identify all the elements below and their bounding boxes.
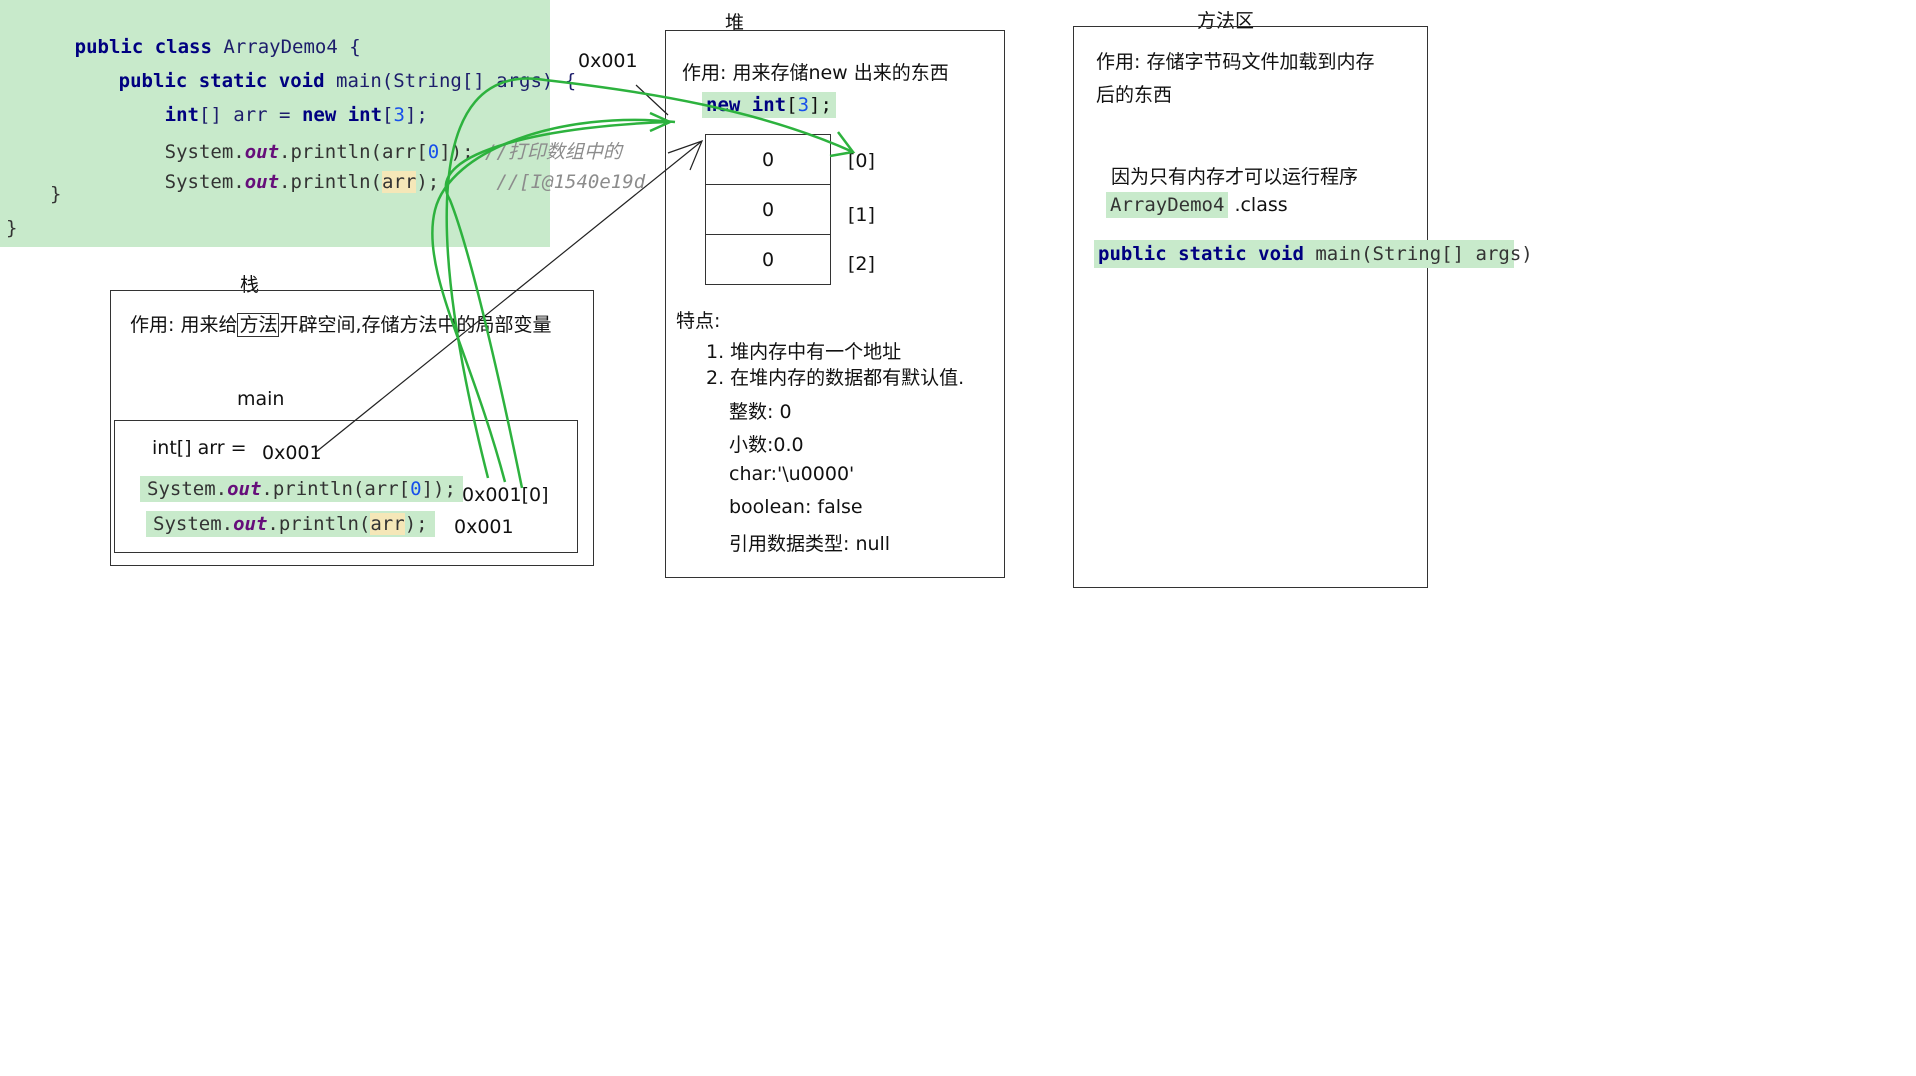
heap-feature-2: 2. 在堆内存的数据都有默认值. xyxy=(706,367,965,389)
stack-description: 作用: 用来给方法开辟空间,存储方法中的局部变量 xyxy=(130,313,552,337)
stack-stmt-2: System.out.println(arr); xyxy=(146,511,435,537)
method-area-note: 因为只有内存才可以运行程序 xyxy=(1111,166,1359,188)
heap-default-decimal: 小数:0.0 xyxy=(729,434,804,456)
heap-cell-0: 0 xyxy=(705,134,831,185)
heap-cell-1: 0 xyxy=(705,184,831,235)
heap-title: 堆 xyxy=(725,12,745,34)
stack-stmt-1: System.out.println(arr[0]); xyxy=(140,476,463,502)
address-label-top: 0x001 xyxy=(578,50,638,72)
code-line-3: int[] arr = new int[3]; xyxy=(164,104,428,126)
heap-default-boolean: boolean: false xyxy=(729,496,863,518)
heap-description: 作用: 用来存储new 出来的东西 xyxy=(682,62,949,84)
code-line-1: public class ArrayDemo4 { xyxy=(74,36,361,58)
heap-default-int: 整数: 0 xyxy=(729,401,792,423)
address-tick-black xyxy=(635,84,669,116)
heap-feature-1: 1. 堆内存中有一个地址 xyxy=(706,341,902,363)
stack-stmt-2-value: 0x001 xyxy=(454,516,514,538)
stack-stmt-1-value: 0x001[0] xyxy=(462,484,549,506)
code-line-7: } xyxy=(6,217,18,239)
stack-frame-title: main xyxy=(237,388,285,410)
heap-default-reference: 引用数据类型: null xyxy=(729,533,891,555)
heap-default-char: char:'\u0000' xyxy=(729,463,855,485)
heap-new-expr: new int[3]; xyxy=(702,92,836,118)
heap-index-1: [1] xyxy=(848,204,875,226)
boxed-word-method: 方法 xyxy=(237,313,280,337)
code-line-5: System.out.println(arr); //[I@1540e19d xyxy=(164,171,646,193)
var-value: 0x001 xyxy=(262,442,322,464)
heap-cell-2: 0 xyxy=(705,234,831,285)
method-area-box xyxy=(1073,26,1428,588)
method-area-desc-1: 作用: 存储字节码文件加载到内存 xyxy=(1096,51,1375,73)
method-area-main-signature: public static void main(String[] args) xyxy=(1094,240,1533,268)
code-snippet: public class ArrayDemo4 { public static … xyxy=(0,0,646,247)
code-line-6: } xyxy=(50,183,62,205)
heap-features-title: 特点: xyxy=(676,310,721,332)
heap-index-0: [0] xyxy=(848,150,875,172)
method-area-desc-2: 后的东西 xyxy=(1096,84,1173,106)
heap-index-2: [2] xyxy=(848,253,875,275)
method-area-class: ArrayDemo4 .class xyxy=(1106,192,1288,218)
var-decl: int[] arr = xyxy=(152,437,247,459)
